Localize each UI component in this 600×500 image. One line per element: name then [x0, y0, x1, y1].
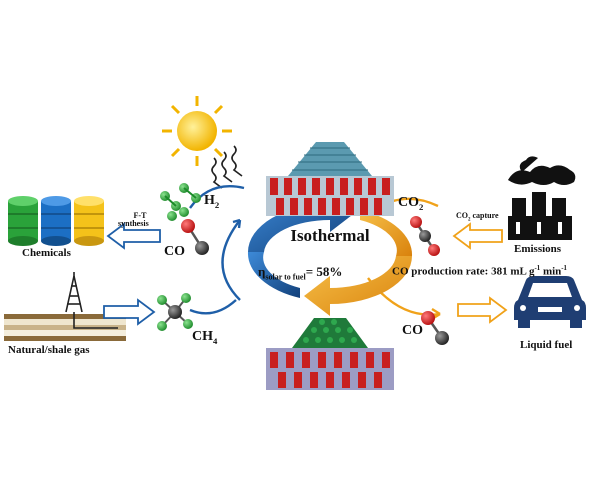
gas-well-icon: [4, 272, 126, 341]
efficiency-label: ηsolar to fuel= 58%: [258, 264, 343, 282]
gas-label: Natural/shale gas: [8, 344, 90, 356]
chemical-barrels-icon: [8, 196, 104, 246]
sunlight-rays-icon: [211, 145, 243, 189]
ch4-label: CH4: [192, 329, 218, 346]
top-catalyst-structure: [266, 142, 394, 216]
ft-label-line1: F-T: [133, 211, 147, 220]
arrow-from-gas: [103, 298, 156, 326]
h2-label: H2: [204, 193, 220, 210]
bottom-catalyst-structure: [266, 318, 394, 390]
co-right-label: CO: [402, 323, 423, 338]
isothermal-title: Isothermal: [290, 226, 370, 245]
ch4-molecule-icon: [157, 293, 193, 331]
chemicals-label: Chemicals: [22, 247, 71, 259]
factory-emissions-icon: [508, 156, 576, 240]
co2-molecule-icon: [410, 216, 440, 256]
arrow-to-chemicals: [106, 222, 161, 250]
blue-curve-arrows: [189, 185, 245, 315]
car-icon: [514, 276, 586, 328]
arrow-to-liquid-fuel: [457, 296, 508, 324]
co2-capture-label: CO2 capture: [456, 211, 499, 223]
co2-label: CO2: [398, 195, 424, 212]
h2-molecules-icon: [160, 183, 201, 221]
co-production-rate: CO production rate: 381 mL g-1 min-1: [392, 265, 567, 278]
emissions-label: Emissions: [514, 243, 562, 255]
co-molecule-right-icon: [421, 311, 449, 345]
sun-icon: [162, 96, 232, 166]
co-molecule-left-icon: [181, 219, 209, 255]
liquid-fuel-label: Liquid fuel: [520, 339, 573, 351]
co-left-label: CO: [164, 244, 185, 259]
ft-label-line2: synthesis: [118, 219, 149, 228]
arrow-from-emissions: [452, 222, 503, 250]
